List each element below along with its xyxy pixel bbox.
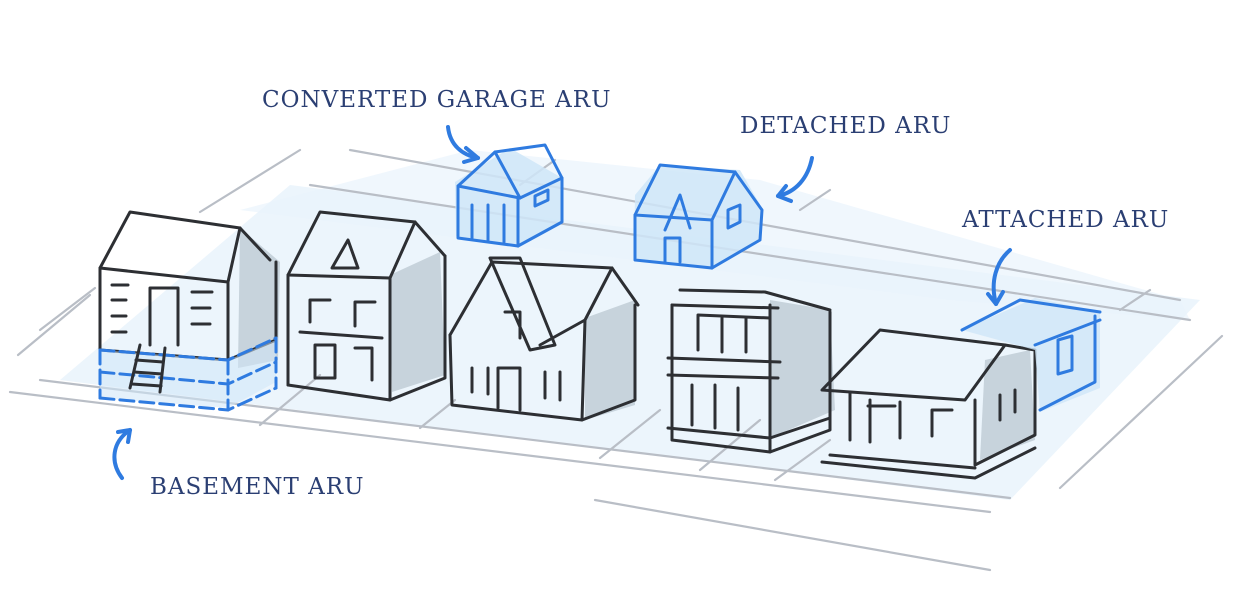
- basement-arrow-icon: [112, 428, 132, 480]
- house-3: [448, 256, 640, 422]
- converted-garage-aru-label: CONVERTED GARAGE ARU: [262, 87, 612, 113]
- detached-arrow-icon: [776, 156, 814, 203]
- detached-aru-label: DETACHED ARU: [740, 113, 952, 139]
- house-1-rowhouse: [98, 210, 280, 412]
- converted-garage-aru-unit: [455, 143, 564, 248]
- attached-aru-label: ATTACHED ARU: [962, 207, 1170, 233]
- house-2: [286, 210, 447, 402]
- attached-aru-unit: [960, 298, 1102, 412]
- basement-aru-label: BASEMENT ARU: [150, 474, 365, 500]
- garage-arrow-icon: [446, 125, 480, 164]
- arrows: [112, 125, 1012, 480]
- house-5-bungalow: [820, 328, 1037, 480]
- attached-arrow-icon: [986, 248, 1012, 306]
- detached-aru-unit: [633, 163, 764, 270]
- house-4: [666, 288, 835, 454]
